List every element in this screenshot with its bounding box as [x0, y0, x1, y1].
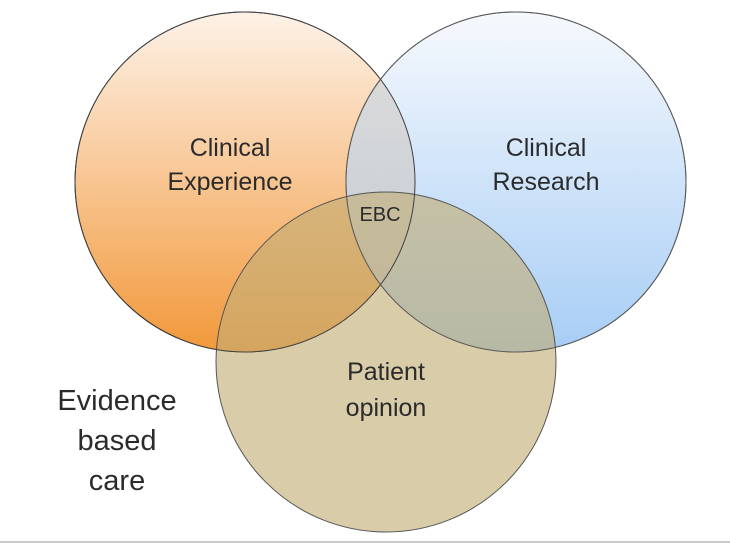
- label-patient-opinion-line2: opinion: [346, 394, 427, 422]
- label-patient-opinion-line1: Patient: [347, 358, 425, 386]
- outline-clinical-research: [345, 11, 687, 353]
- label-clinical-experience-line1: Clinical: [190, 134, 271, 162]
- circle-patient-opinion: [215, 191, 557, 533]
- label-ebc: EBC: [359, 204, 400, 226]
- label-clinical-experience-line2: Experience: [167, 168, 292, 196]
- bottom-divider: [0, 541, 730, 543]
- outline-clinical-experience: [74, 11, 416, 353]
- label-clinical-research-line2: Research: [493, 168, 600, 196]
- caption-evidence: Evidence: [57, 385, 176, 417]
- caption-care: care: [89, 465, 145, 497]
- caption-based: based: [77, 425, 156, 457]
- label-clinical-research-line1: Clinical: [506, 134, 587, 162]
